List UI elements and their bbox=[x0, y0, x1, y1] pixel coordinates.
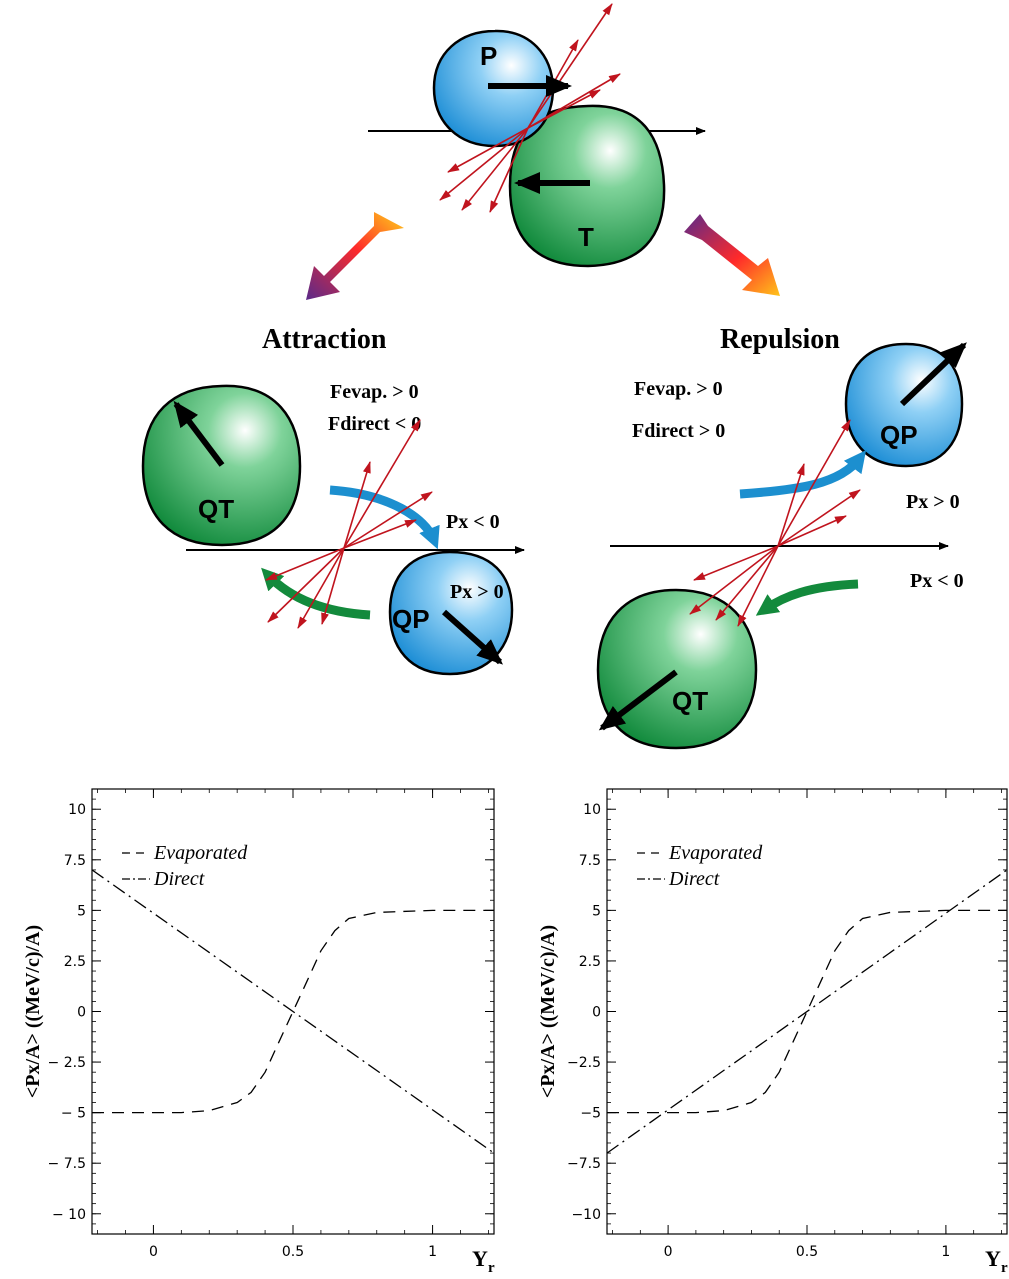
y-tick-label: 0 bbox=[592, 1005, 601, 1021]
target-label: T bbox=[578, 222, 594, 252]
y-tick-label: −2.5 bbox=[567, 1055, 601, 1071]
y-axis-label: <Px/A> ((MeV/c)/A) bbox=[22, 925, 44, 1098]
y-tick-label: 0 bbox=[77, 1005, 86, 1021]
attraction-qt-flow-arrow bbox=[261, 567, 371, 620]
y-axis-label: <Px/A> ((MeV/c)/A) bbox=[537, 925, 559, 1098]
attraction-branch-arrow bbox=[306, 212, 404, 300]
repulsion-qt-momentum-arrow bbox=[598, 669, 678, 731]
y-tick-label: − 2.5 bbox=[48, 1055, 86, 1071]
y-tick-label: 5 bbox=[77, 903, 86, 919]
y-tick-label: − 5 bbox=[61, 1106, 86, 1122]
y-tick-label: 5 bbox=[592, 903, 601, 919]
y-tick-label: −7.5 bbox=[567, 1156, 601, 1172]
series-line-direct bbox=[606, 869, 1008, 1154]
attraction-fevap-label: Fevap. > 0 bbox=[330, 381, 419, 403]
attraction-qp-momentum-arrow bbox=[442, 609, 503, 665]
repulsion-emitted-particles bbox=[689, 419, 861, 627]
y-tick-label: 10 bbox=[583, 802, 601, 818]
repulsion-scene: Fevap. > 0 Fdirect > 0 QP QT Px > 0 Px <… bbox=[596, 342, 967, 750]
attraction-plot: 10 7.5 5 2.5 0 − 2.5 − 5 − 7.5 − 10 0 0.5 1 <Px/A> (… bbox=[22, 788, 495, 1276]
y-tick-label: 10 bbox=[68, 802, 86, 818]
x-tick-label: 0.5 bbox=[796, 1244, 818, 1260]
attraction-title: Attraction bbox=[262, 324, 387, 355]
x-axis-label: Y bbox=[472, 1246, 488, 1271]
repulsion-qp-label: QP bbox=[880, 420, 918, 450]
x-tick-label: 1 bbox=[428, 1244, 437, 1260]
repulsion-plot: 10 7.5 5 2.5 0 −2.5 −5 −7.5 −10 0 0.5 1 <Px/A> ((MeV… bbox=[537, 788, 1008, 1276]
repulsion-qt-label: QT bbox=[672, 686, 708, 716]
repulsion-fevap-label: Fevap. > 0 bbox=[634, 378, 723, 400]
x-tick-label: 0.5 bbox=[282, 1244, 304, 1260]
repulsion-qt-nucleus bbox=[596, 588, 758, 750]
y-tick-label: 7.5 bbox=[64, 853, 86, 869]
x-axis-label-subscript: r bbox=[488, 1260, 495, 1276]
repulsion-branch-arrow bbox=[684, 214, 780, 296]
attraction-fdirect-label: Fdirect < 0 bbox=[328, 413, 421, 435]
attraction-emitted-particles bbox=[265, 419, 433, 629]
x-axis-label-subscript: r bbox=[1001, 1260, 1008, 1276]
legend-label: Evaporated bbox=[668, 842, 763, 864]
repulsion-title: Repulsion bbox=[720, 324, 840, 355]
attraction-qt-momentum-arrow bbox=[173, 400, 225, 467]
y-tick-label: 2.5 bbox=[64, 954, 86, 970]
legend-label: Evaporated bbox=[153, 842, 248, 864]
collision-scene: P T bbox=[368, 3, 706, 268]
repulsion-qt-flow-arrow bbox=[755, 579, 859, 616]
y-tick-label: − 10 bbox=[52, 1207, 86, 1223]
attraction-qt-label: QT bbox=[198, 494, 234, 524]
series-line-evaporated bbox=[92, 909, 494, 1114]
y-tick-label: −5 bbox=[580, 1106, 601, 1122]
y-tick-label: − 7.5 bbox=[48, 1156, 86, 1172]
attraction-scene: Fevap. > 0 Fdirect < 0 QT QP Px < 0 Px >… bbox=[141, 381, 525, 676]
series-line-direct bbox=[91, 869, 495, 1154]
emitted-particles-top bbox=[439, 3, 621, 213]
attraction-px-lower-label: Px > 0 bbox=[450, 581, 504, 603]
repulsion-qp-momentum-arrow bbox=[899, 342, 967, 407]
attraction-px-upper-label: Px < 0 bbox=[446, 511, 500, 533]
x-tick-label: 0 bbox=[149, 1244, 158, 1260]
repulsion-px-upper-label: Px > 0 bbox=[906, 491, 960, 513]
x-tick-label: 1 bbox=[941, 1244, 950, 1260]
x-tick-label: 0 bbox=[664, 1244, 673, 1260]
repulsion-fdirect-label: Fdirect > 0 bbox=[632, 420, 725, 442]
x-axis-label: Y bbox=[985, 1246, 1001, 1271]
y-tick-label: 2.5 bbox=[579, 954, 601, 970]
attraction-qp-flow-arrow bbox=[329, 485, 440, 550]
series-line-evaporated bbox=[607, 909, 1007, 1114]
legend-label: Direct bbox=[153, 868, 205, 890]
repulsion-qp-flow-arrow bbox=[739, 450, 867, 499]
repulsion-px-lower-label: Px < 0 bbox=[910, 570, 964, 592]
legend-label: Direct bbox=[668, 868, 720, 890]
projectile-label: P bbox=[480, 41, 497, 71]
y-tick-label: −10 bbox=[571, 1207, 601, 1223]
y-tick-label: 7.5 bbox=[579, 853, 601, 869]
attraction-qp-label: QP bbox=[392, 604, 430, 634]
